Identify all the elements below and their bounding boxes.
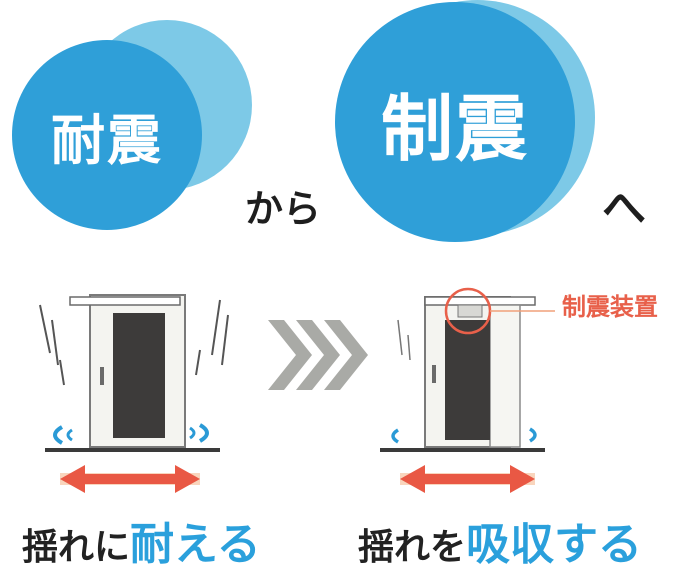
right-swirl-icon (198, 423, 209, 443)
left-caption-plain: 揺れに (22, 527, 131, 568)
he-label: へ (602, 183, 646, 234)
ground-line (380, 448, 545, 452)
right-shake-arrow (400, 465, 535, 493)
seishin-building-illustration (380, 287, 555, 493)
progress-chevrons-icon (268, 320, 368, 390)
window-panel (113, 313, 165, 438)
right-caption: 揺れを吸収する (358, 508, 642, 572)
left-caption-highlight: 耐える (130, 519, 261, 570)
left-swirl-icon (391, 428, 399, 444)
right-swirl-icon (529, 427, 537, 443)
taishin-building-illustration (39, 294, 229, 493)
left-caption: 揺れに耐える (22, 508, 261, 572)
right-caption-plain: 揺れを (358, 527, 467, 568)
right-caption-highlight: 吸収する (466, 519, 643, 570)
left-swirl-icon (53, 425, 64, 445)
taishin-label: 耐震 (51, 108, 163, 172)
seishin-circle: 制震 (335, 2, 575, 242)
kara-label: から (245, 187, 322, 231)
left-shake-arrow (60, 465, 200, 493)
damper-device-label: 制震装置 (562, 293, 658, 321)
ground-line (45, 448, 220, 452)
taishin-circle: 耐震 (12, 40, 202, 230)
seishin-label: 制震 (380, 86, 529, 171)
window-panel (445, 320, 490, 440)
